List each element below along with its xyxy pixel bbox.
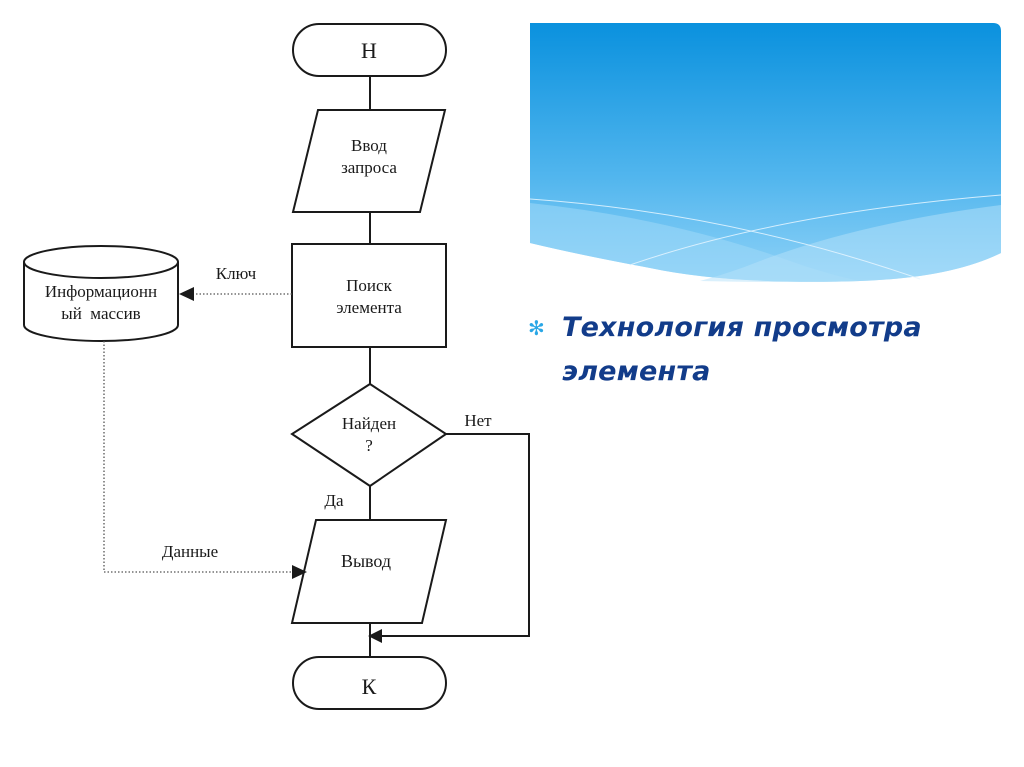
search-label-line2: элемента (336, 298, 402, 317)
bullet-text-line1: Технология просмотра (562, 312, 922, 343)
storage-label-line1: Информационн (45, 282, 157, 301)
arrowhead-key (179, 287, 194, 301)
arrowhead-data (292, 565, 307, 579)
data-label: Данные (162, 542, 218, 561)
storage-cylinder (23, 245, 179, 342)
decision-diamond (290, 382, 448, 488)
output-label: Вывод (341, 551, 391, 571)
start-label: Н (361, 38, 377, 63)
search-process-box (291, 243, 447, 348)
connector-no (380, 433, 530, 637)
storage-label-line2: ый массив (61, 304, 140, 323)
decision-no-label: Нет (464, 411, 492, 430)
end-terminator (292, 656, 447, 710)
decision-label-line1: Найден (342, 414, 396, 433)
search-label-line1: Поиск (346, 276, 392, 295)
end-label: К (362, 674, 377, 699)
bullet-text: Технология просмотра элемента (562, 306, 922, 394)
asterisk-bullet-icon: ✻ (528, 316, 545, 340)
decision-yes-label: Да (324, 491, 344, 510)
input-parallelogram (291, 109, 447, 213)
input-label-line1: Ввод (351, 136, 387, 155)
decision-label-line2: ? (365, 436, 373, 455)
arrowhead-no (368, 629, 382, 643)
bullet-text-line2: элемента (562, 356, 711, 387)
data-dotted-connector (103, 341, 296, 573)
header-banner (530, 23, 1001, 282)
output-parallelogram (290, 519, 448, 624)
start-terminator (292, 23, 447, 77)
key-label: Ключ (216, 264, 257, 283)
input-label-line2: запроса (341, 158, 397, 177)
